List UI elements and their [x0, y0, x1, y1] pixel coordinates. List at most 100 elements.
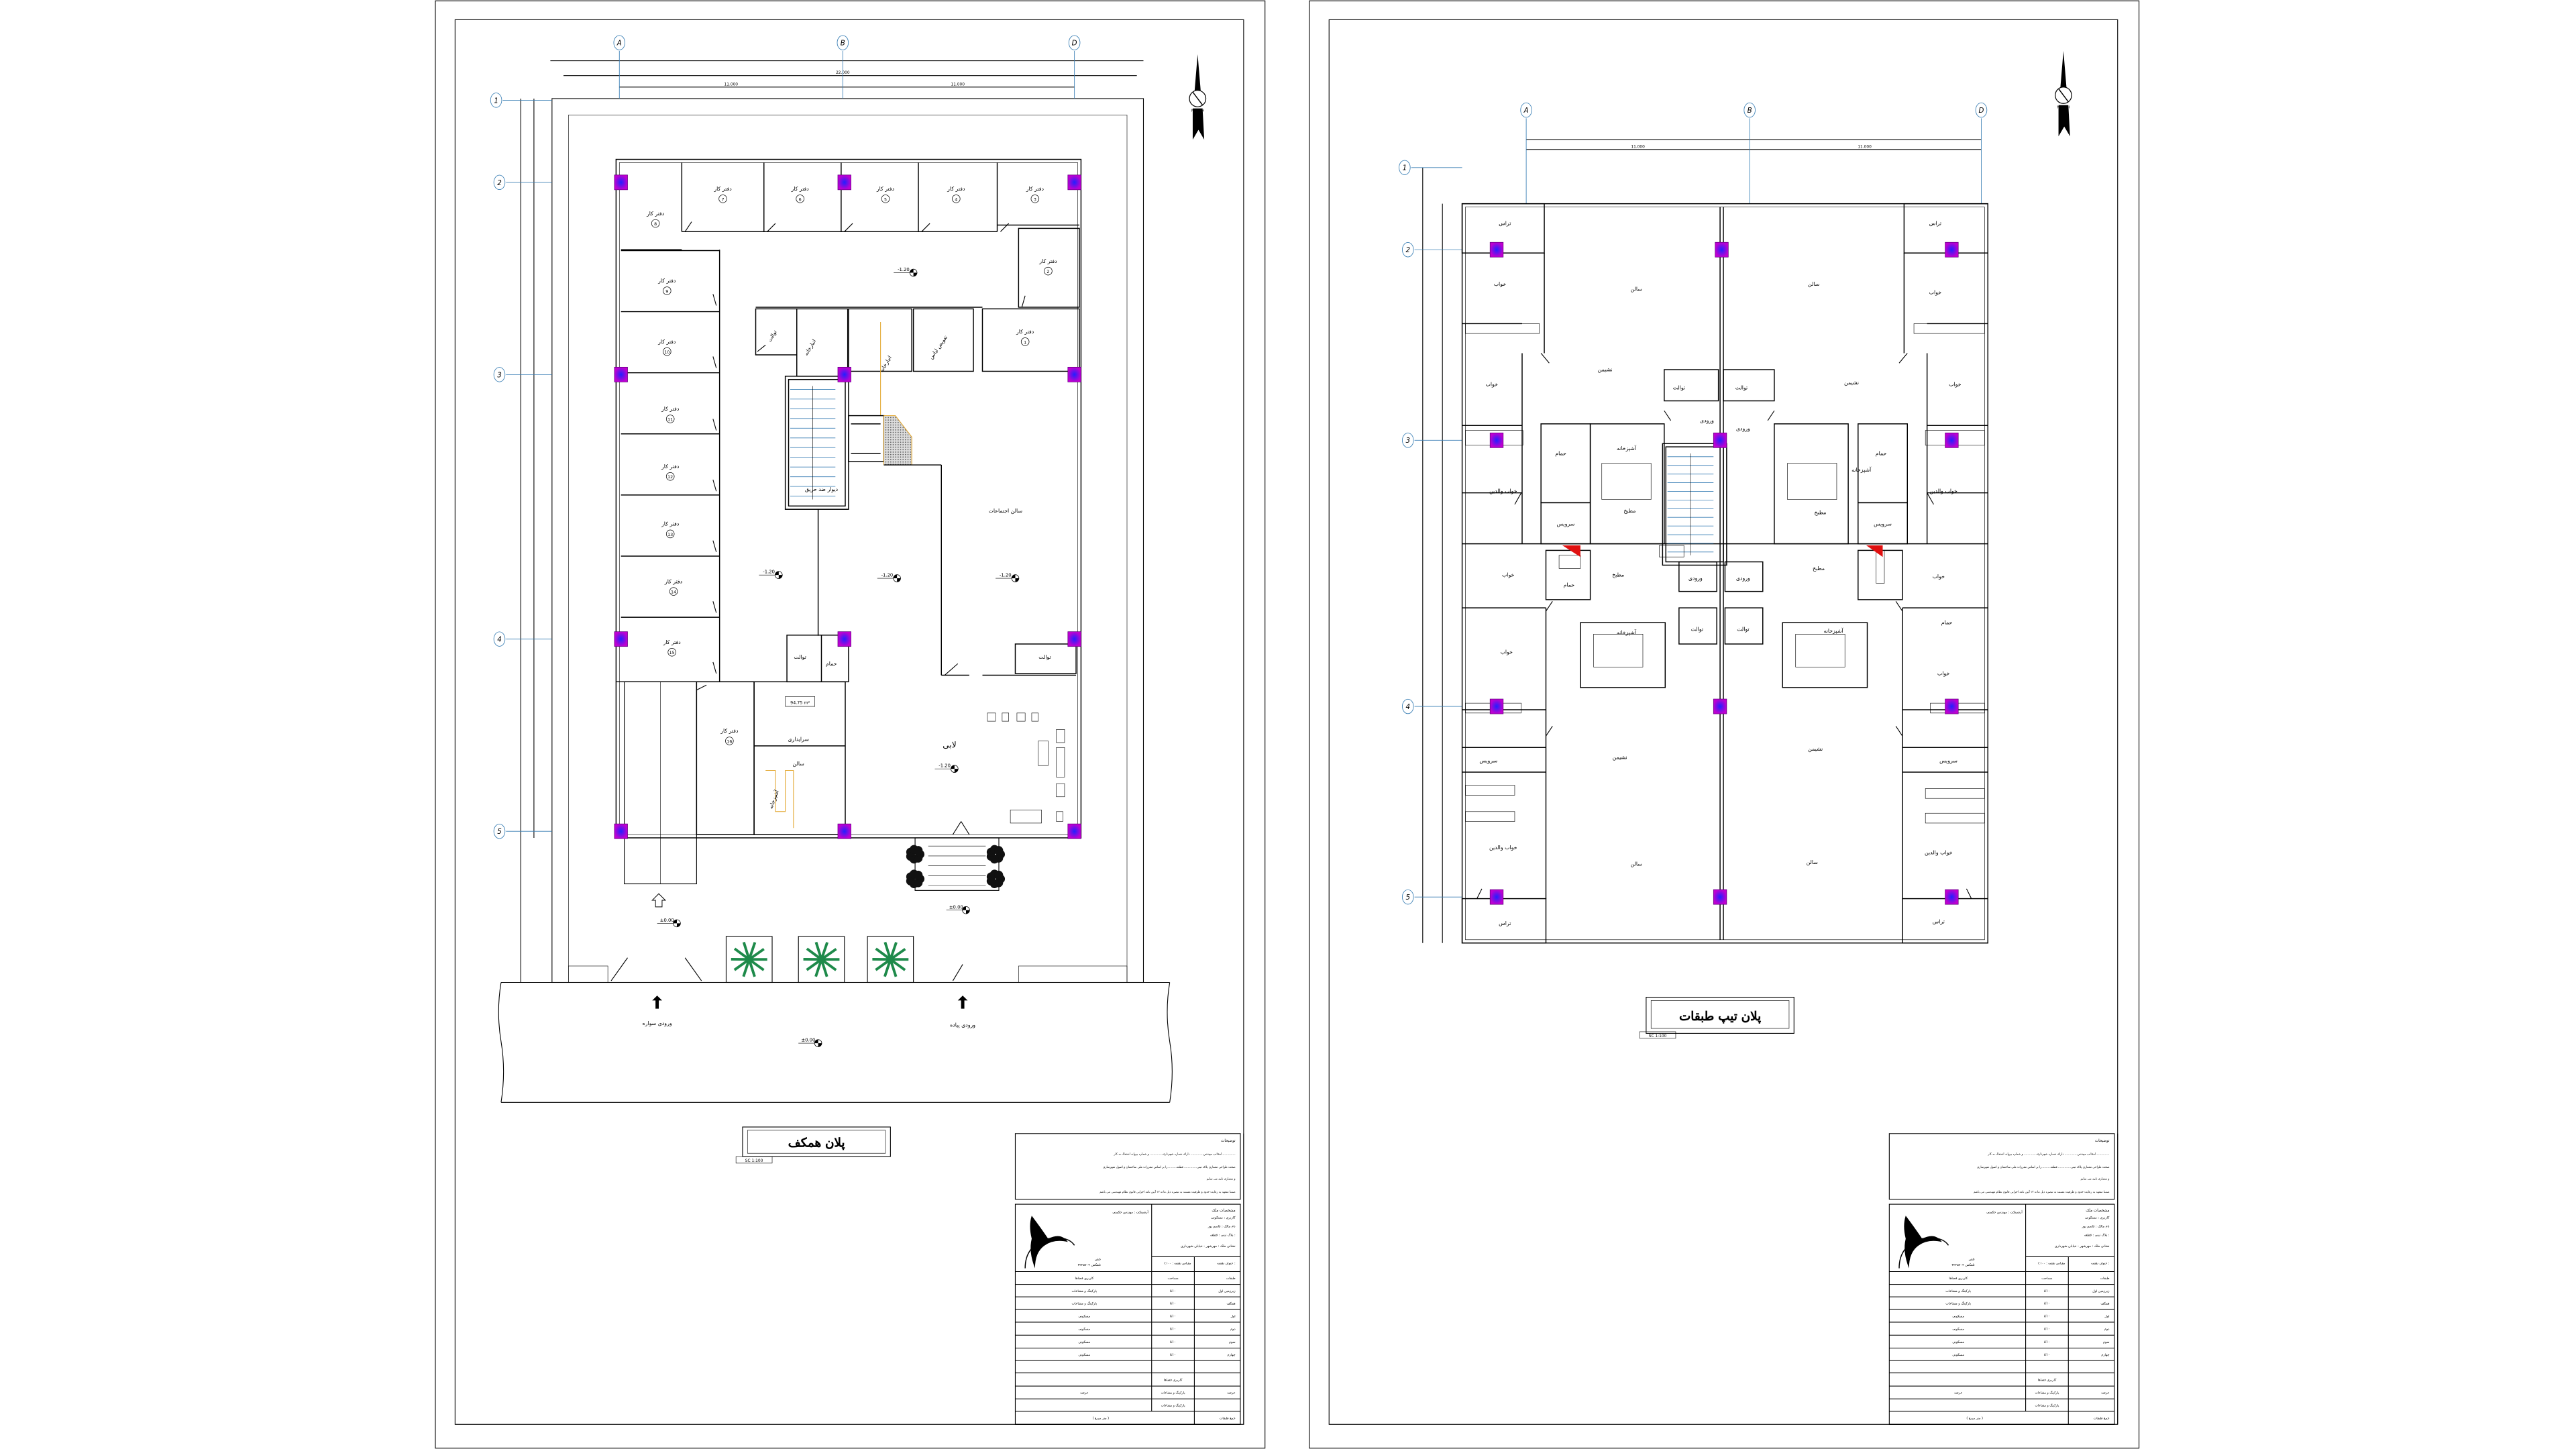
grid-bubble [1402, 242, 1414, 258]
notes-box [1888, 1133, 2115, 1200]
room-label-changing-room: تعویض لباس [928, 334, 949, 360]
notes-line: و معماری تایید می نمایم [1207, 1177, 1236, 1181]
office-number: 6 [799, 197, 802, 202]
scale-box [1639, 1031, 1676, 1039]
north-arrow-icon: NORTH [1189, 54, 1207, 140]
info-box [1888, 1203, 2115, 1425]
kitchen-counter [1795, 634, 1845, 667]
storage-walls [848, 308, 912, 372]
furniture [1056, 729, 1065, 743]
grid-bubble [490, 93, 502, 108]
office-number: 5 [884, 197, 887, 202]
property-line: کاربری : مسکونی [2085, 1216, 2110, 1220]
closet [1913, 323, 1985, 334]
level-fill [893, 574, 901, 582]
sheet-title-label: عنوان نقشه : [1217, 1261, 1236, 1265]
office-number-circle [663, 347, 672, 356]
building-outline-inner [1465, 207, 1985, 941]
lobby-walls [1678, 561, 1717, 592]
floor-name: چهارم [1228, 1353, 1236, 1357]
door-leaf [1546, 726, 1553, 737]
floor-name: دوم [2104, 1328, 2110, 1332]
level-fill [910, 269, 918, 276]
grid-label: 2 [1406, 246, 1411, 254]
office-number: 7 [722, 197, 724, 202]
level-marker: -1.20 [877, 573, 901, 582]
room-label-bedroom: خواب [1500, 649, 1513, 655]
architect-name: آرشیتکت : مهندس حکمتی [1112, 1210, 1148, 1215]
kitchen-walls [1580, 622, 1666, 688]
structural-column [837, 366, 851, 382]
room-label-bedroom: خواب [1949, 382, 1962, 388]
floor-use: مسکونی [1079, 1340, 1091, 1344]
plan-title-inner [747, 1130, 886, 1154]
room-label-cooking: مطبخ [1813, 566, 1825, 572]
notes-line: اینجانب مهندس.............. دارای شماره … [1114, 1152, 1236, 1157]
furniture [987, 712, 996, 722]
pedestrian-entrance-label: ورودی پیاده [950, 1022, 975, 1028]
room-label-bath: حمام [1563, 582, 1574, 588]
grid-bubble [1743, 102, 1756, 118]
floor-use: مسکونی [1952, 1353, 1964, 1357]
notes-box [1014, 1133, 1241, 1200]
structural-column [1713, 889, 1727, 905]
level-fill [1012, 574, 1019, 582]
furniture [1010, 810, 1042, 824]
grid-label: D [1072, 40, 1077, 48]
room-label-salon: سالن [1807, 859, 1818, 865]
walls [1461, 203, 1989, 944]
logo-arc [1024, 1237, 1075, 1269]
room-label-kitchen: آشپزخانه [767, 789, 780, 810]
closet [1876, 550, 1885, 584]
room-label-bedroom: خواب [1929, 289, 1942, 295]
grid-label: 2 [497, 179, 502, 187]
office-number: 8 [654, 222, 657, 227]
header-floors: طبقات [1226, 1277, 1236, 1281]
office-16-walls [696, 681, 755, 835]
level-marker: -1.20 [934, 763, 959, 773]
structural-column [614, 823, 628, 839]
door-leaf [712, 601, 717, 613]
site-label: عرصه [2101, 1391, 2109, 1395]
room-label-service: سرویس [1479, 757, 1497, 763]
grid-bubble [1975, 102, 1988, 118]
closet [1925, 788, 1985, 799]
header-area: مساحت [1167, 1277, 1179, 1281]
room-label-bath: حمام [1941, 620, 1953, 626]
grid-bubble [493, 631, 506, 647]
structural-column [614, 631, 628, 647]
door-leaf [952, 964, 963, 981]
furniture [1056, 783, 1065, 798]
total-unit: ( متر مربع ) [1966, 1416, 1983, 1420]
room-label-living: نشیمن [1808, 746, 1823, 752]
terrace-walls [1902, 898, 1988, 944]
floor-use: پارکینگ و مشاعات [1071, 1301, 1097, 1305]
room-label-terrace: تراس [1929, 221, 1941, 227]
door-leaf [684, 957, 702, 981]
bath-walls [1545, 549, 1591, 600]
planter [798, 936, 845, 983]
stair-core [1665, 446, 1724, 563]
structural-column [1713, 698, 1727, 714]
floor-area: ۸۱۰ [2044, 1340, 2050, 1344]
caretaker-kitchen-counter [765, 770, 794, 828]
level-marker: -1.20 [996, 573, 1020, 582]
grid-label: A [616, 40, 622, 48]
level-value: ±0.00 [949, 904, 963, 910]
room-label-storage: انبارخانه [803, 338, 817, 356]
entrance-arrow-icon [652, 996, 662, 1009]
room-label-salon: سالن [1631, 286, 1642, 292]
toilet-walls [1724, 607, 1764, 645]
room-label-living: نشیمن [1844, 380, 1859, 386]
structural-column [1489, 432, 1504, 448]
room-label-salon: سالن [793, 761, 804, 767]
grid-bubble [1402, 433, 1414, 448]
room-label-bedroom: خواب [1502, 572, 1515, 578]
structural-column [1067, 366, 1081, 382]
structural-column [1713, 432, 1727, 448]
office-number-circle [725, 737, 734, 745]
office-name: دفتر کار [876, 186, 895, 192]
